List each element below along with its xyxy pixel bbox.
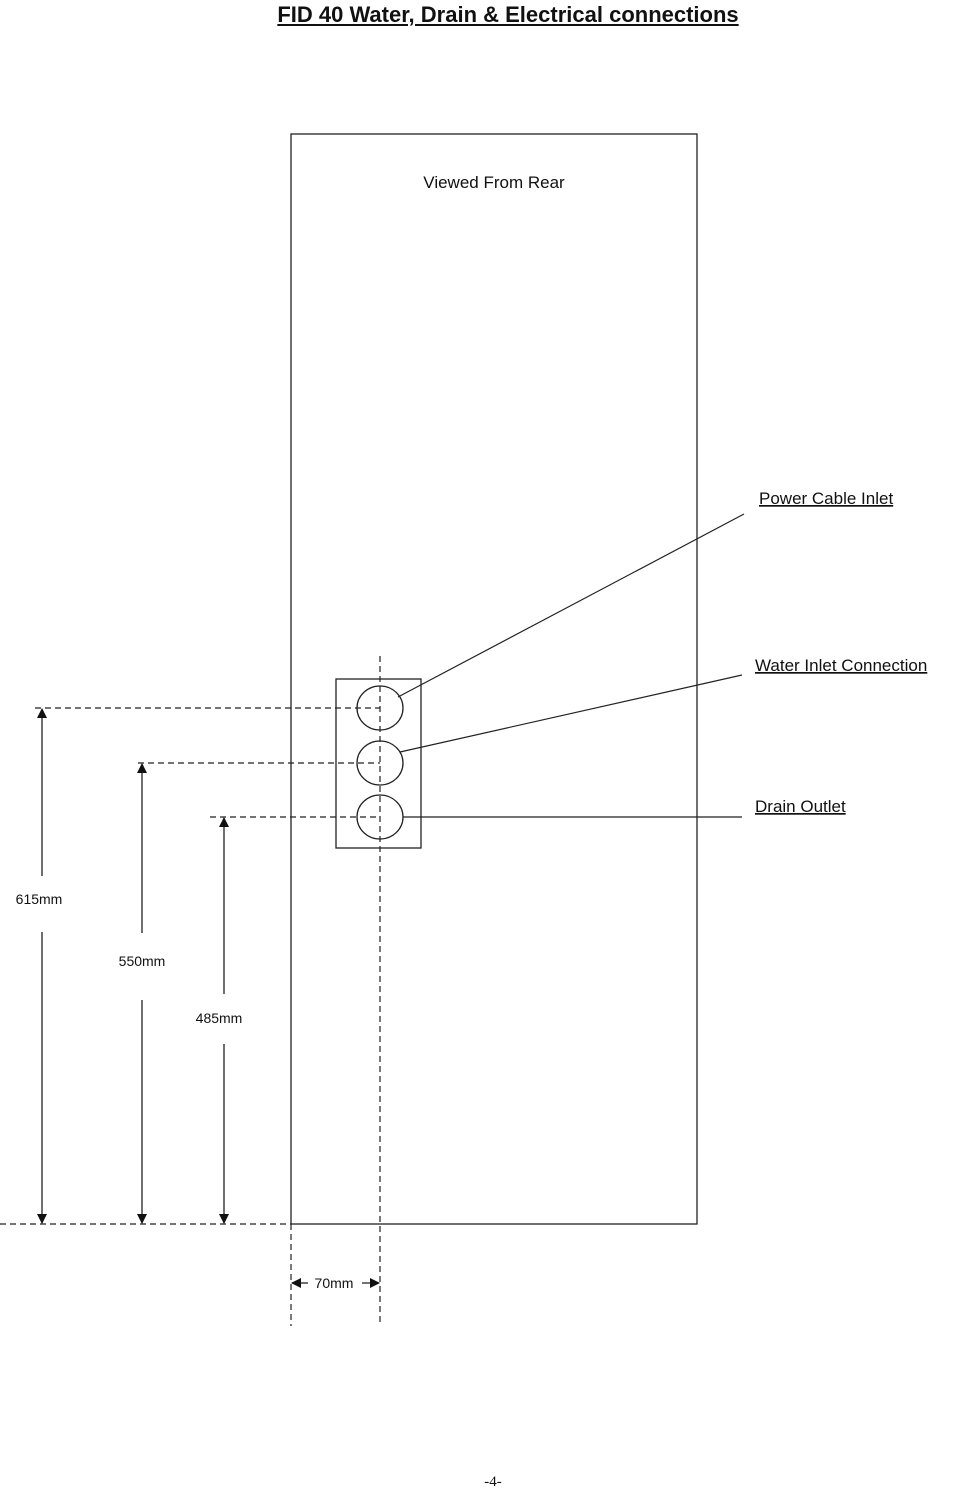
power-cable-inlet-label: Power Cable Inlet — [759, 489, 893, 508]
power-cable-leader — [397, 513, 745, 698]
page-title: FID 40 Water, Drain & Electrical connect… — [277, 2, 739, 27]
side-offset-label: 70mm — [315, 1275, 354, 1291]
drain-height-label: 485mm — [196, 1010, 243, 1026]
power-height-label: 615mm — [16, 891, 63, 907]
drain-outlet-label: Drain Outlet — [755, 797, 846, 816]
page-number: -4- — [484, 1474, 502, 1490]
water-inlet-label: Water Inlet Connection — [755, 656, 927, 675]
connection-panel — [335, 678, 422, 849]
view-label: Viewed From Rear — [423, 173, 565, 192]
water-height-label: 550mm — [119, 953, 166, 969]
appliance-rear-outline — [290, 133, 698, 1225]
water-inlet-leader — [399, 674, 743, 753]
